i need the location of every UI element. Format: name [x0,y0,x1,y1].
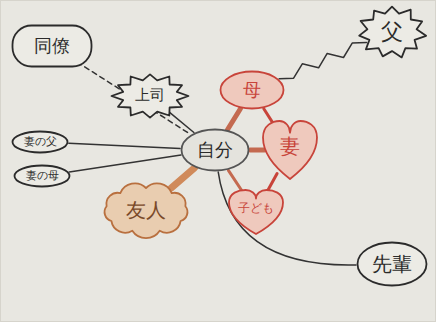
node-label: 妻の母 [26,170,59,183]
oval-outline [358,243,427,286]
oval-outline [221,72,284,109]
node-label: 子ども [238,202,274,216]
relation-line [228,109,241,130]
oval-outline [182,130,249,171]
node-label: 先輩 [372,253,412,276]
relation-line [77,62,190,134]
person-circle: 先輩 [356,241,428,287]
node-content: 父 [356,4,428,60]
person-heart: 子ども [227,188,285,236]
node-content: 子ども [227,188,285,236]
relation-line [69,143,180,148]
person-oval: 母 [219,70,285,110]
node-content: 妻 [261,119,319,181]
relation-line [279,43,366,79]
node-content: 妻の母 [13,164,71,188]
relation-line [69,155,181,172]
node-content: 上司 [110,72,190,120]
blob-outline [13,26,92,67]
node-label: 妻の父 [24,136,57,149]
person-cloud: 友人 [100,182,192,238]
oval-outline [15,166,70,187]
node-label: 自分 [197,140,233,161]
node-label: 妻 [280,135,300,158]
person-burst: 父 [356,4,428,60]
node-content: 同僚 [11,24,93,68]
relation-line [218,172,356,265]
relation-line [171,168,194,188]
node-content: 母 [219,70,285,110]
oval-outline [13,132,68,153]
person-blob: 同僚 [11,24,93,68]
node-content: 妻の父 [11,130,69,154]
node-content: 自分 [180,128,250,172]
node-label: 母 [243,80,261,101]
person-burst: 上司 [110,72,190,120]
person-oval: 妻の母 [13,164,71,188]
node-label: 同僚 [34,36,70,57]
burst-outline [112,74,189,117]
heart-outline [229,190,283,234]
person-oval: 妻の父 [11,130,69,154]
burst-outline [359,7,426,58]
self-circle: 自分 [180,128,250,172]
node-label: 上司 [135,87,165,104]
cloud-outline [105,183,188,238]
node-label: 父 [381,19,403,44]
relation-line [250,148,265,153]
relation-line [169,112,194,133]
person-heart: 妻 [261,119,319,181]
node-content: 先輩 [356,241,428,287]
node-label: 友人 [126,199,166,222]
heart-outline [263,121,317,179]
node-content: 友人 [100,182,192,238]
